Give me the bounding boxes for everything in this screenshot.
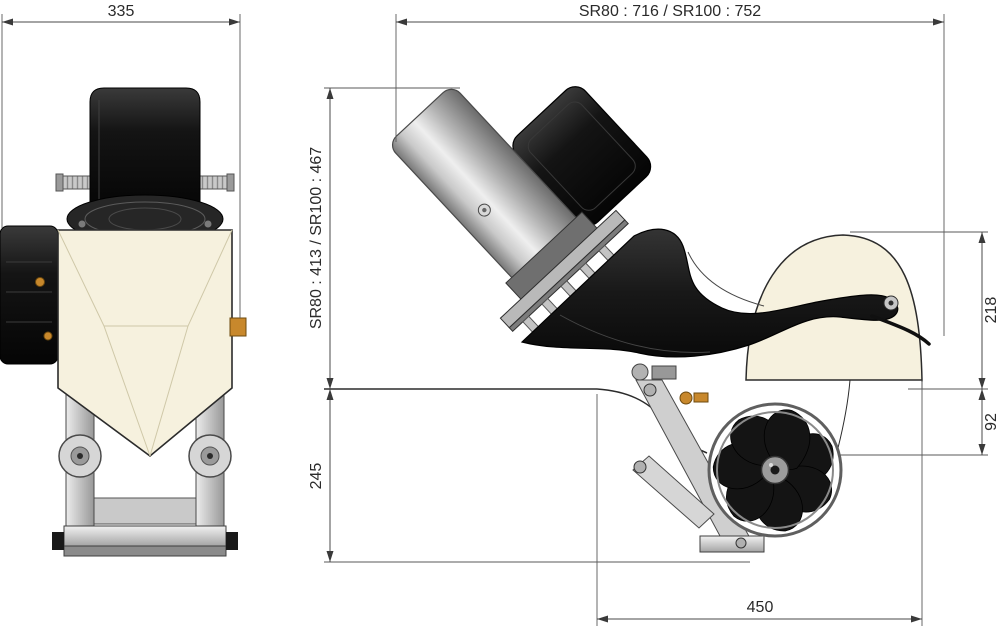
tunnel-and-propeller [706,401,843,538]
base-plate [63,525,227,547]
mechanism-joint [631,363,649,381]
roller-axle [77,453,83,459]
brass-fitting-small [43,331,53,341]
roller-axle [207,453,213,459]
clutch-bolt [204,220,212,228]
front-view [0,87,247,557]
dimension-218: 218 [850,231,1000,390]
dimension-label: SR80 : 413 / SR100 : 467 [308,147,325,329]
dimension-label: 335 [108,3,135,20]
dimension-92: 92 [840,389,1000,456]
bracket-foot [699,535,765,553]
dimension-label: SR80 : 716 / SR100 : 752 [579,3,761,20]
dimension-label: 218 [983,297,1000,324]
brass-fitting [229,317,247,337]
frame-crossbar [79,497,211,525]
mounting-rod-end-right [226,173,235,192]
dimension-label: 245 [308,463,325,490]
mounting-flange-edge [508,219,629,333]
recess-edge [837,379,851,449]
roller-right [188,434,232,478]
mechanism-block [651,365,677,380]
pivot-pin-center [888,300,894,306]
tunnel-ring-outer [707,402,843,538]
bracket-bolt [643,383,657,397]
brass-block [693,392,709,403]
dimension-335: 335 [1,3,241,318]
brass-fitting [679,391,693,405]
gear-housing-arm [520,228,899,358]
bracket-strut-cross [632,455,715,529]
dimension-overall-length: SR80 : 716 / SR100 : 752 [395,3,945,336]
dimension-245: 245 [308,389,750,563]
base-nub-left [52,532,64,550]
cylinder-screw-center [482,207,487,213]
mounting-rod-end-left [55,173,64,192]
motor-front [89,87,201,213]
dimension-height-above-hull: SR80 : 413 / SR100 : 467 [308,87,460,389]
dimension-label: 450 [747,599,774,616]
roller-left [58,434,102,478]
bracket-bolt [735,537,747,549]
gearbox [0,225,59,365]
brass-fitting-small [35,277,45,287]
side-view [324,86,931,553]
bracket-bolt [633,460,647,474]
tunnel-ring-inner [716,411,834,529]
arm-contour [687,251,765,307]
cable [870,314,931,346]
arm-contour [559,314,711,353]
dimension-label: 92 [983,413,1000,431]
base-plate-strip [63,545,227,557]
propeller-hub-center [770,465,780,475]
clutch-bolt [78,220,86,228]
hub-highlight [769,463,773,467]
housing-front [57,229,233,458]
base-nub-right [226,532,238,550]
electronics-box-panel [527,101,636,211]
dimension-450: 450 [596,382,923,626]
